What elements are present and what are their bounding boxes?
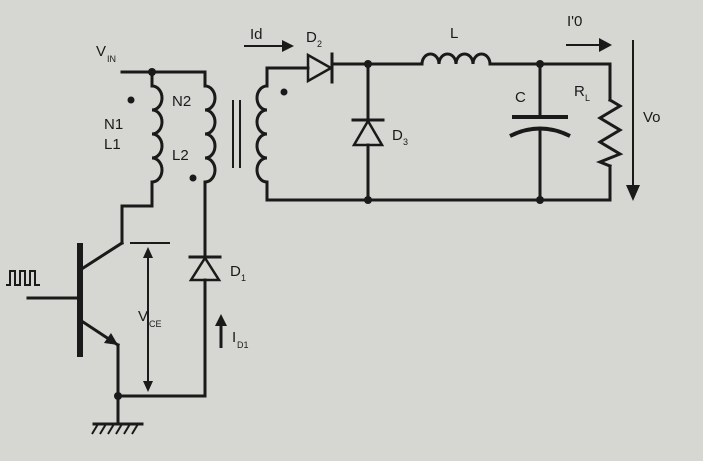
vin-label-sub: IN	[107, 54, 116, 64]
d3-diode	[351, 118, 385, 147]
id1-label: I	[232, 329, 236, 346]
l1-coil	[150, 84, 164, 184]
inductor-label: L	[450, 25, 458, 42]
vo-label: Vo	[643, 109, 661, 126]
io-label: I'0	[567, 13, 582, 30]
freewheel-node-bottom	[364, 196, 372, 204]
d1-label-sub: 1	[241, 273, 246, 283]
d3-label: D	[392, 127, 403, 144]
ground-hatch	[91, 423, 139, 435]
vce-arrow-down	[143, 381, 153, 392]
l1-polarity-dot	[127, 96, 135, 104]
l1-label: L1	[104, 136, 121, 153]
capacitor-label: C	[515, 89, 526, 106]
vce-arrow-up	[143, 247, 153, 258]
l2-polarity-dot	[189, 174, 197, 182]
secondary-coil	[255, 84, 269, 184]
rl-label-sub: L	[585, 93, 590, 103]
id1-label-sub: D1	[237, 340, 249, 350]
ground-node	[114, 392, 122, 400]
io-arrow-head	[599, 38, 612, 52]
n2-label: N2	[172, 93, 191, 110]
emitter-arrow	[104, 333, 118, 345]
rl-label: R	[574, 83, 585, 100]
id-label: Id	[250, 26, 263, 43]
l2-label: L2	[172, 147, 189, 164]
id1-arrow-head	[215, 314, 227, 326]
vo-arrow-head	[626, 185, 640, 201]
vce-label: V	[138, 308, 148, 325]
collector-leg	[77, 240, 125, 273]
vin-label: V	[96, 43, 106, 60]
d2-diode	[306, 52, 334, 84]
load-resistor	[595, 97, 624, 168]
d1-label: D	[230, 263, 241, 280]
l2-coil	[203, 84, 217, 184]
secondary-polarity-dot	[280, 88, 288, 96]
vce-label-sub: CE	[149, 319, 162, 329]
n1-label: N1	[104, 116, 123, 133]
d1-diode	[188, 255, 222, 282]
d2-label-sub: 2	[317, 39, 322, 49]
id-arrow-head	[282, 40, 294, 52]
d2-label: D	[306, 29, 317, 46]
d3-label-sub: 3	[403, 137, 408, 147]
output-inductor	[420, 52, 492, 66]
pulse-waveform	[6, 270, 40, 286]
